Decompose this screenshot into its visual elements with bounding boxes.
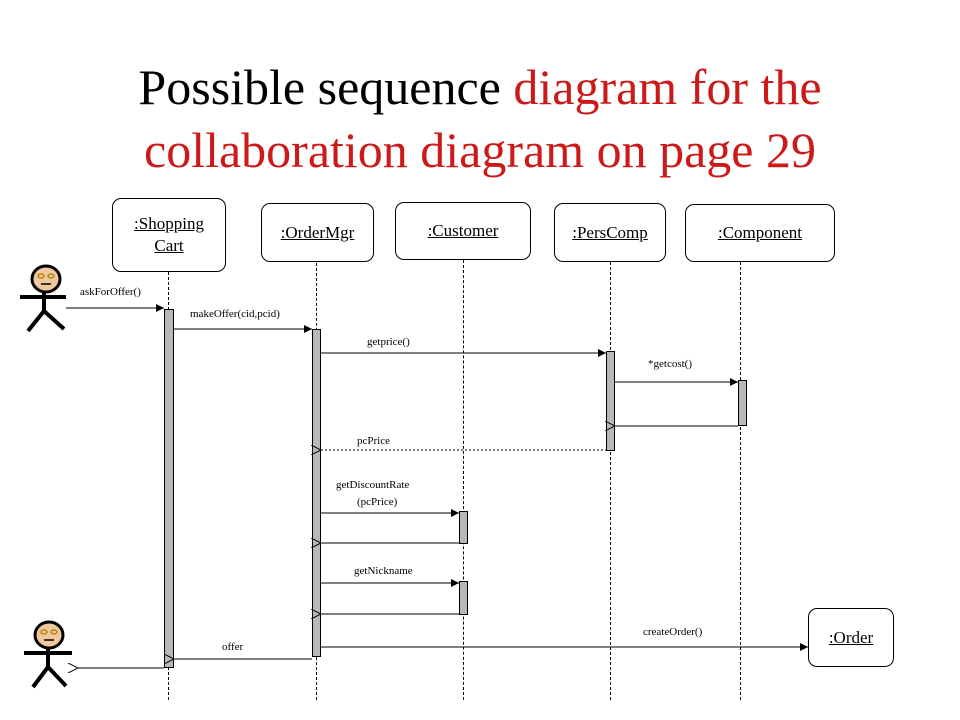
activation-shopping-cart (164, 309, 174, 668)
title-red-part: diagram for the (513, 59, 822, 115)
component-label: :Component (717, 223, 803, 242)
activation-customer-2 (459, 581, 468, 615)
object-component: :Component (685, 204, 835, 262)
object-order-mgr: :OrderMgr (261, 203, 374, 262)
label-get-cost: *getcost() (648, 358, 692, 370)
activation-order-mgr (312, 329, 321, 657)
object-shopping-cart: :Shopping Cart (112, 198, 226, 272)
label-pc-price: pcPrice (357, 435, 390, 447)
actor-icon-bottom (24, 620, 72, 689)
label-get-discount-rate-2: (pcPrice) (357, 496, 398, 508)
title-black-part: Possible sequence (138, 59, 501, 115)
label-get-nickname: getNickname (354, 565, 413, 577)
label-ask-for-offer: askForOffer() (80, 286, 141, 298)
customer-label: :Customer (427, 221, 499, 240)
activation-customer-1 (459, 511, 468, 544)
shopping-cart-label-1: :Shopping (134, 214, 204, 233)
activation-pers-comp (606, 351, 615, 451)
activation-component (738, 380, 747, 426)
pers-comp-label: :PersComp (572, 222, 648, 242)
title-line-1: Possible sequence diagram for the (0, 56, 960, 119)
lifeline-component (740, 262, 741, 700)
lifeline-pers-comp (610, 262, 611, 700)
object-customer: :Customer (395, 202, 531, 260)
actor-icon-top (20, 264, 66, 333)
object-order: :Order (808, 608, 894, 667)
object-pers-comp: :PersComp (554, 203, 666, 262)
shopping-cart-label-2: Cart (154, 236, 184, 255)
label-get-price: getprice() (367, 336, 410, 348)
page-title: Possible sequence diagram for the collab… (0, 56, 960, 182)
label-offer: offer (222, 641, 244, 653)
lifeline-customer (463, 260, 464, 700)
label-make-offer: makeOffer(cid,pcid) (190, 308, 280, 320)
order-label: :Order (828, 627, 874, 647)
label-create-order: createOrder() (643, 626, 703, 638)
title-line-2: collaboration diagram on page 29 (144, 122, 816, 178)
label-get-discount-rate-1: getDiscountRate (336, 479, 410, 491)
order-mgr-label: :OrderMgr (280, 222, 355, 242)
